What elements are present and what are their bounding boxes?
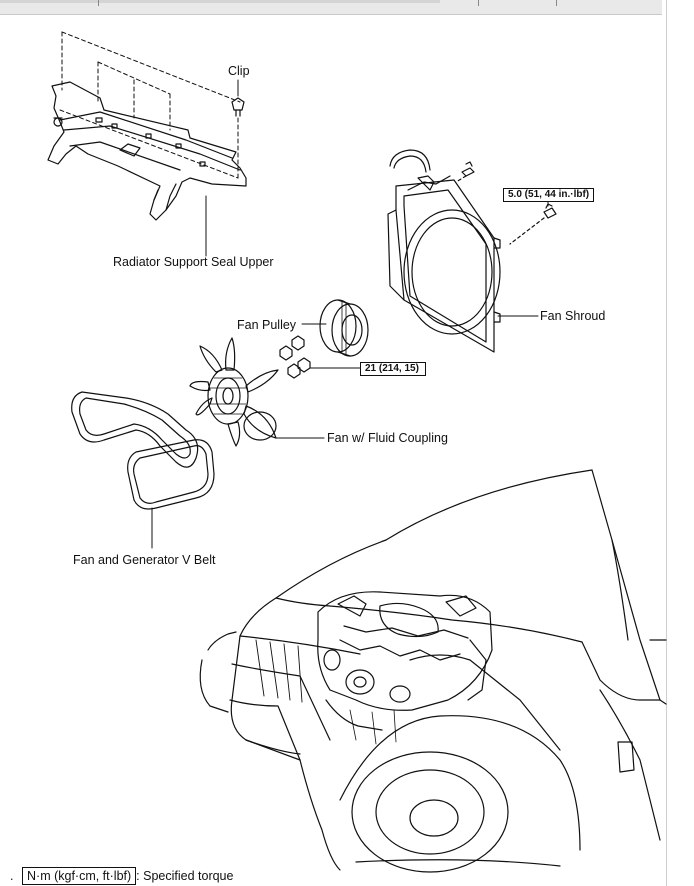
fan-nuts — [279, 335, 311, 379]
dot-bullet-icon: . — [10, 869, 14, 883]
vehicle-front-illustration — [199, 469, 667, 873]
fan-generator-v-belt-part — [71, 391, 215, 510]
top-strip-tick — [556, 0, 557, 6]
radiator-support-seal-upper-label: Radiator Support Seal Upper — [113, 255, 274, 269]
clip-part — [231, 79, 245, 117]
clip-label: Clip — [228, 64, 250, 78]
fan-pulley-part — [319, 299, 369, 357]
legend-description: : Specified torque — [136, 869, 234, 883]
fan-shroud-part — [387, 149, 501, 353]
torque-fan-nut: 21 (214, 15) — [360, 362, 426, 376]
top-strip-tick — [98, 0, 99, 6]
browser-top-strip — [0, 0, 662, 15]
top-strip-tick — [478, 0, 479, 6]
top-strip-shadow — [0, 0, 440, 3]
torque-unit-box: N·m (kgf·cm, ft·lbf) — [22, 867, 137, 885]
shroud-bolts — [455, 161, 557, 245]
fan-shroud-label: Fan Shroud — [540, 309, 606, 323]
fan-fluid-coupling-label: Fan w/ Fluid Coupling — [327, 431, 448, 445]
radiator-support-seal-upper-part — [47, 31, 247, 221]
page-edge-rule — [666, 0, 667, 886]
fan-pulley-label: Fan Pulley — [237, 318, 297, 332]
fan-with-fluid-coupling-part — [189, 337, 279, 447]
torque-legend: . N·m (kgf·cm, ft·lbf): Specified torque — [10, 867, 233, 885]
torque-shroud-bolt: 5.0 (51, 44 in.·lbf) — [503, 188, 595, 202]
fan-generator-v-belt-label: Fan and Generator V Belt — [73, 553, 216, 567]
